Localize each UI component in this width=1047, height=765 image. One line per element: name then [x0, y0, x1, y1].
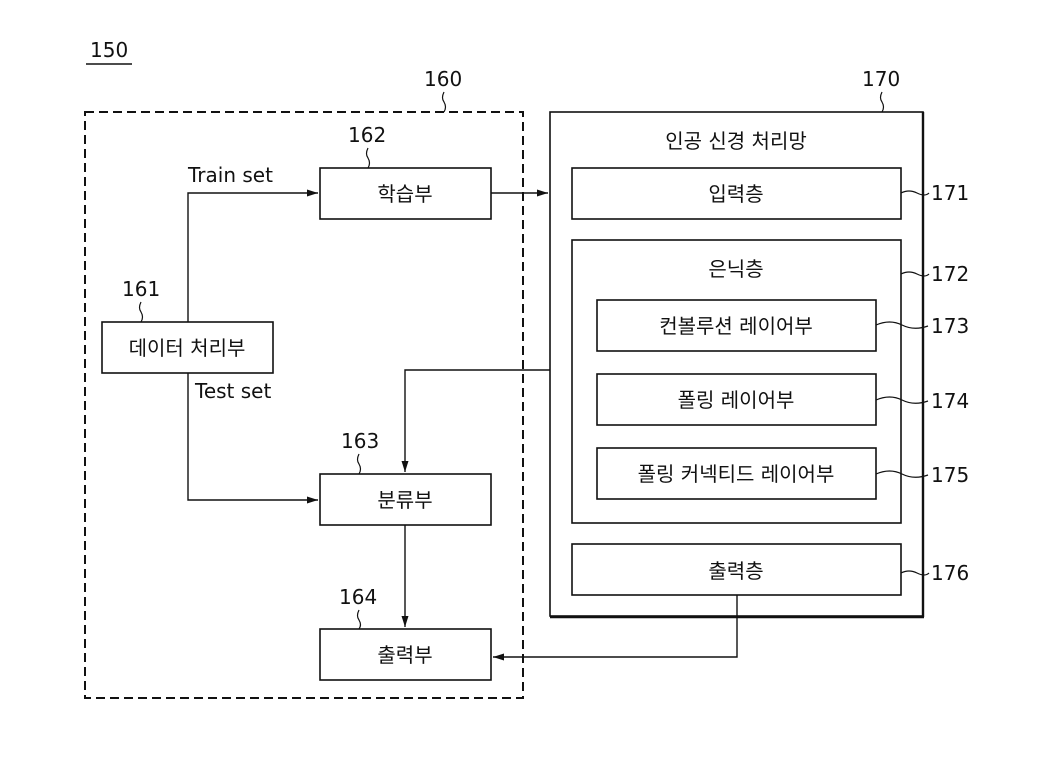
leader-161 — [138, 301, 144, 323]
data-processor-label: 데이터 처리부 — [129, 336, 246, 360]
hidden-layer-label: 은닉층 — [708, 257, 763, 281]
network-title: 인공 신경 처리망 — [665, 129, 807, 153]
input-layer-box — [571, 167, 902, 220]
leader-171 — [900, 190, 930, 196]
leader-164 — [356, 609, 362, 630]
module-160-ref: 160 — [424, 67, 462, 91]
output-unit-box — [319, 628, 492, 681]
leader-176 — [900, 570, 930, 576]
input-layer-ref: 171 — [931, 181, 969, 205]
pooling-connected-layer-label: 폴링 커넥티드 레이어부 — [638, 462, 835, 486]
output-layer-box — [571, 543, 902, 596]
learning-unit-ref: 162 — [348, 123, 386, 147]
leader-175 — [875, 470, 929, 478]
output-unit-label: 출력부 — [377, 643, 432, 667]
leader-162 — [365, 147, 371, 169]
network-to-classifier-arrow — [401, 369, 550, 472]
leader-172 — [900, 271, 930, 277]
leader-174 — [875, 396, 929, 404]
train-set-label: Train set — [187, 163, 273, 187]
pooling-connected-layer-box — [596, 447, 877, 500]
pooling-layer-box — [596, 373, 877, 426]
test-set-label: Test set — [194, 379, 271, 403]
convolution-layer-label: 컨볼루션 레이어부 — [659, 314, 813, 338]
input-layer-label: 입력층 — [708, 182, 763, 206]
classifier-box — [319, 473, 492, 526]
test-set-arrow — [187, 373, 318, 504]
network-170-ref: 170 — [862, 67, 900, 91]
output-layer-ref: 176 — [931, 561, 969, 585]
leader-173 — [875, 321, 929, 329]
classifier-ref: 163 — [341, 429, 379, 453]
output-layer-to-output-unit-arrow — [493, 595, 738, 661]
output-unit-ref: 164 — [339, 585, 377, 609]
train-set-arrow — [187, 189, 318, 322]
pooling-layer-ref: 174 — [931, 389, 969, 413]
leader-160 — [441, 91, 447, 113]
pooling-connected-layer-ref: 175 — [931, 463, 969, 487]
leader-170 — [879, 91, 885, 113]
module-160-boundary — [84, 111, 524, 699]
classifier-label: 분류부 — [377, 488, 432, 512]
convolution-layer-ref: 173 — [931, 314, 969, 338]
hidden-layer-ref: 172 — [931, 262, 969, 286]
learning-unit-box — [319, 167, 492, 220]
pooling-layer-label: 폴링 레이어부 — [678, 388, 795, 412]
learning-unit-label: 학습부 — [377, 182, 432, 206]
leader-163 — [356, 453, 362, 475]
output-layer-label: 출력층 — [708, 559, 763, 583]
figure-ref: 150 — [90, 38, 128, 62]
data-processor-ref: 161 — [122, 277, 160, 301]
convolution-layer-box — [596, 299, 877, 352]
